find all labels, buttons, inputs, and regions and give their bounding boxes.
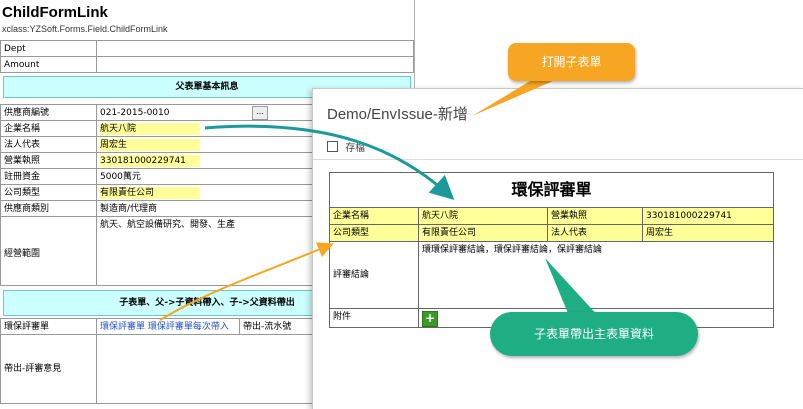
comment-value: 環環保評審結論，環保評審結論，保評審結論 [422, 245, 603, 255]
child-form-window: Demo/EnvIssue-新增 存檔 環保評審單 企業名稱 航天八院 營業執照… [312, 88, 803, 409]
save-icon [327, 141, 338, 152]
scope-value: 航天、航空設備研究、開發、生產 [100, 220, 236, 230]
window-title: Demo/EnvIssue-新增 [327, 106, 468, 123]
orange-callout-tail [472, 75, 560, 116]
arrow-company-to-child [204, 124, 455, 201]
form-title: ChildFormLink [2, 4, 108, 21]
main-form: ChildFormLink xclass:YZSoft.Forms.Field.… [0, 0, 415, 408]
company-name-value: 航天八院 [100, 123, 200, 135]
scope-label: 經營範圍 [0, 216, 97, 286]
capital-value: 5000萬元 [100, 172, 141, 182]
section-parent-info: 父表單基本訊息 [3, 76, 411, 98]
callout-child-pull: 子表單帶出主表單資料 [490, 312, 698, 356]
arrow-link-to-child [159, 242, 334, 321]
review-link-each[interactable]: 環保評審單每次帶入 [147, 322, 229, 332]
form-xclass: xclass:YZSoft.Forms.Field.ChildFormLink [2, 24, 168, 34]
supplier-code-value: 021-2015-0010 [100, 108, 170, 118]
callout-open-child: 打開子表單 [508, 43, 635, 81]
amount-field[interactable] [96, 56, 414, 73]
review-link[interactable]: 環保評審單 [100, 322, 146, 332]
comment-label: 評審結論 [329, 241, 419, 309]
save-label: 存檔 [345, 143, 366, 154]
license-value: 330181000229741 [100, 155, 200, 167]
green-callout-tail [545, 258, 600, 318]
lookup-button[interactable]: ... [252, 106, 268, 120]
legal-rep-value: 周宏生 [100, 139, 200, 151]
supplier-category-value: 製造商/代理商 [100, 204, 158, 214]
toolbar-divider [313, 159, 803, 160]
add-attachment-button[interactable]: + [422, 311, 438, 327]
company-type-value: 有限責任公司 [100, 187, 200, 199]
opinion-label: 帶出-評審意見 [0, 334, 97, 404]
save-button[interactable]: 存檔 [327, 139, 365, 154]
